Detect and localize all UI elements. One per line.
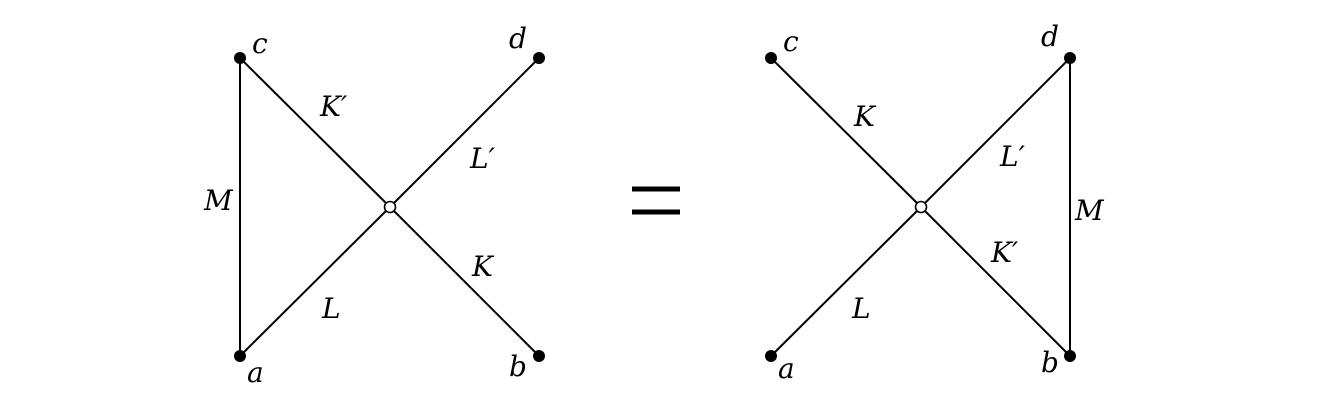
right-label-center-b: K′ [990,236,1019,269]
left-label-c-center: K′ [319,90,348,123]
left-vertex-c [234,52,246,64]
right-vertex-b [1064,350,1076,362]
right-edge-center-b [920,206,1071,357]
right-label-a: a [778,352,795,385]
right-diagram: c d a b M K L′ L K′ [765,20,1105,385]
left-label-d: d [509,22,527,55]
right-label-center-d: L′ [999,140,1026,173]
right-label-c-center: K [853,100,877,133]
left-vertex-a [234,350,246,362]
left-label-a: a [247,356,264,389]
right-label-b: b [1041,346,1059,379]
left-label-b: b [509,350,527,383]
left-edge-c-center [239,57,391,208]
left-vertex-d [533,52,545,64]
right-center-vertex [914,200,928,214]
right-vertex-c [765,52,777,64]
right-edge-a-center [770,206,922,357]
left-label-m: M [203,184,234,217]
equals-sign [632,186,680,215]
left-center-vertex [383,200,397,214]
left-label-a-center: L [321,292,341,325]
left-label-center-d: L′ [469,142,496,175]
right-vertex-d [1064,52,1076,64]
right-label-m: M [1074,194,1105,227]
left-edge-center-b [389,206,540,357]
right-edge-center-d [920,57,1071,208]
left-label-c: c [252,27,268,60]
left-label-center-b: K [471,250,495,283]
left-edge-a-center [239,206,391,357]
right-vertex-a [765,350,777,362]
right-label-d: d [1041,20,1059,53]
right-label-a-center: L [851,292,871,325]
left-diagram: c d a b M K′ L′ L K [203,22,545,389]
right-edge-c-center [770,57,922,208]
left-vertex-b [533,350,545,362]
left-edge-center-d [389,57,540,208]
right-label-c: c [783,25,799,58]
